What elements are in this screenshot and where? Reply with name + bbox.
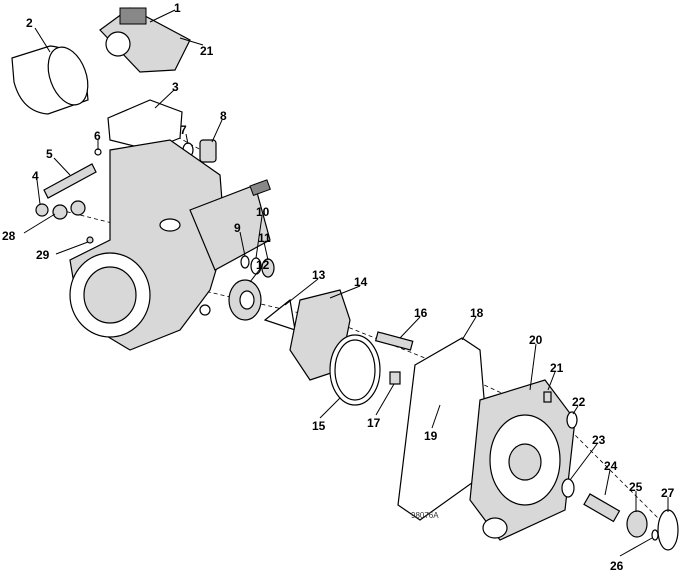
filter-adapter [99, 7, 191, 73]
callout-11: 11 [258, 231, 271, 245]
callout-18: 18 [470, 306, 484, 320]
callout-4: 4 [32, 169, 39, 183]
dowel-pin [374, 331, 414, 385]
callout-22: 22 [572, 395, 586, 409]
callout-12: 12 [256, 258, 270, 272]
callout-20: 20 [529, 333, 543, 347]
callout-29: 29 [36, 248, 50, 262]
callout-21: 21 [200, 44, 214, 58]
callout-27: 27 [661, 486, 675, 500]
output-shaft-parts [543, 391, 679, 551]
gasket [107, 99, 183, 151]
figure-id: 98076A [411, 511, 439, 520]
callout-5: 5 [46, 147, 53, 161]
callout-16: 16 [414, 306, 428, 320]
callout-23: 23 [592, 433, 606, 447]
leader-lines [23, 9, 669, 557]
callout-19: 19 [424, 429, 438, 443]
callout-17: 17 [367, 416, 381, 430]
callout-28: 28 [2, 229, 16, 243]
callout-6: 6 [94, 129, 101, 143]
callout-24: 24 [604, 459, 618, 473]
fan-cover [469, 379, 576, 541]
callout-1: 1 [174, 1, 181, 15]
callout-26: 26 [610, 559, 624, 573]
transaxle-housing [69, 139, 271, 351]
seals-and-bearings [199, 255, 275, 321]
bearing-cover [263, 289, 381, 406]
callout-3: 3 [172, 80, 179, 94]
callout-2: 2 [26, 16, 33, 30]
callout-25: 25 [629, 480, 643, 494]
callout-9: 9 [234, 221, 241, 235]
callout-13: 13 [312, 268, 326, 282]
callout-14: 14 [354, 275, 368, 289]
callout-8: 8 [220, 109, 227, 123]
callout-21b: 21 [550, 361, 564, 375]
callout-10: 10 [256, 205, 270, 219]
control-shaft [35, 148, 102, 244]
oil-filter [11, 45, 89, 115]
callout-15: 15 [312, 419, 326, 433]
callout-7: 7 [180, 123, 187, 137]
